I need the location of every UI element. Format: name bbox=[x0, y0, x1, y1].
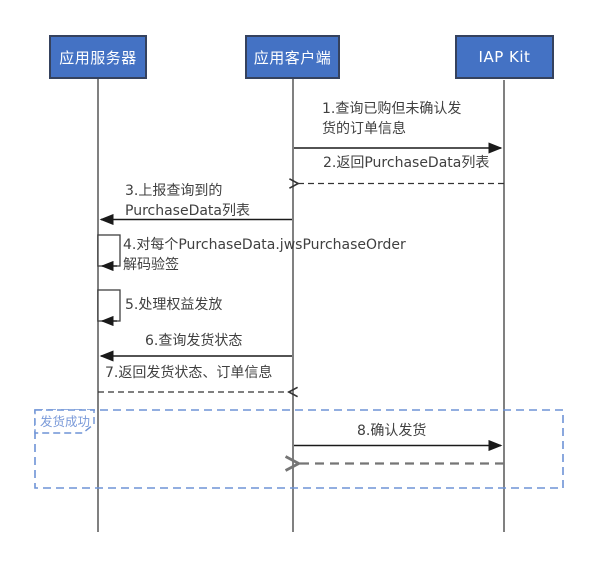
actor-app-client-label: 应用客户端 bbox=[253, 48, 332, 67]
message-6-label: 6.查询发货状态 bbox=[145, 333, 243, 349]
message-1-label: 1.查询已购但未确认发 货的订单信息 bbox=[322, 101, 462, 137]
success-frame bbox=[34, 409, 564, 489]
actor-app-server: 应用服务器 bbox=[49, 35, 147, 79]
message-8-label: 8.确认发货 bbox=[357, 423, 427, 439]
message-3-label: 3.上报查询到的 PurchaseData列表 bbox=[125, 183, 251, 219]
success-frame-label: 发货成功 bbox=[40, 414, 91, 429]
actor-app-client: 应用客户端 bbox=[245, 35, 340, 79]
actor-app-server-label: 应用服务器 bbox=[59, 48, 137, 67]
actor-iap-kit-label: IAP Kit bbox=[478, 48, 531, 66]
success-frame-label-tab bbox=[34, 409, 95, 434]
message-7-label: 7.返回发货状态、订单信息 bbox=[105, 365, 273, 381]
message-5-label: 5.处理权益发放 bbox=[125, 297, 223, 313]
actor-iap-kit: IAP Kit bbox=[455, 35, 554, 79]
message-4-label: 4.对每个PurchaseData.jwsPurchaseOrder 解码验签 bbox=[123, 237, 406, 273]
message-5-self-loop bbox=[97, 289, 121, 322]
message-4-self-loop bbox=[97, 234, 121, 267]
message-2-label: 2.返回PurchaseData列表 bbox=[323, 155, 490, 171]
